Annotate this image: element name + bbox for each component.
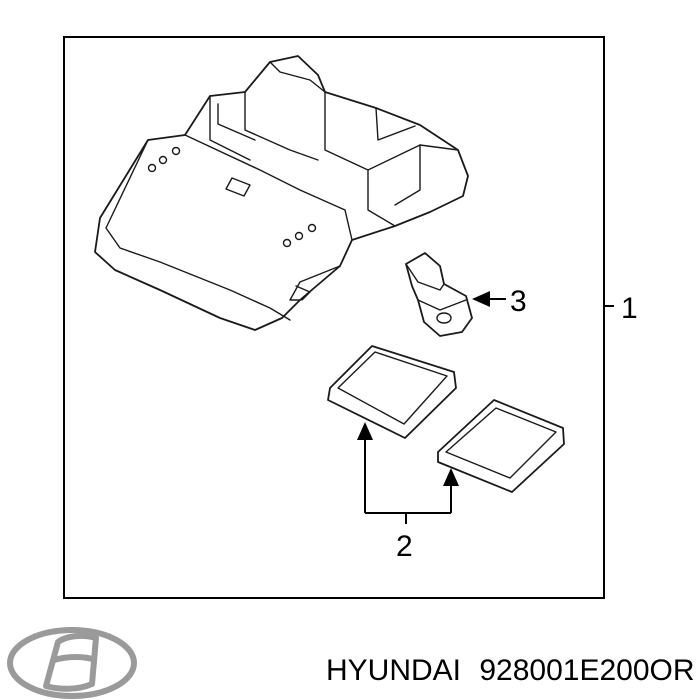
overhead-console-lamp-housing — [94, 55, 469, 331]
callout-3: 3 — [510, 285, 527, 318]
bulb-socket — [405, 252, 473, 337]
lens-lower — [437, 399, 565, 493]
brand-name: HYUNDAI — [326, 654, 461, 687]
hyundai-logo — [7, 627, 137, 699]
diagram-frame — [63, 36, 605, 599]
part-number: 928001E200OR — [479, 654, 694, 687]
callout-1: 1 — [621, 292, 638, 325]
leader-bracket-2 — [357, 422, 459, 524]
lens-upper — [327, 345, 457, 439]
footer-brand-label: HYUNDAI 928001E200OR — [326, 654, 695, 687]
callout-2: 2 — [396, 530, 413, 563]
